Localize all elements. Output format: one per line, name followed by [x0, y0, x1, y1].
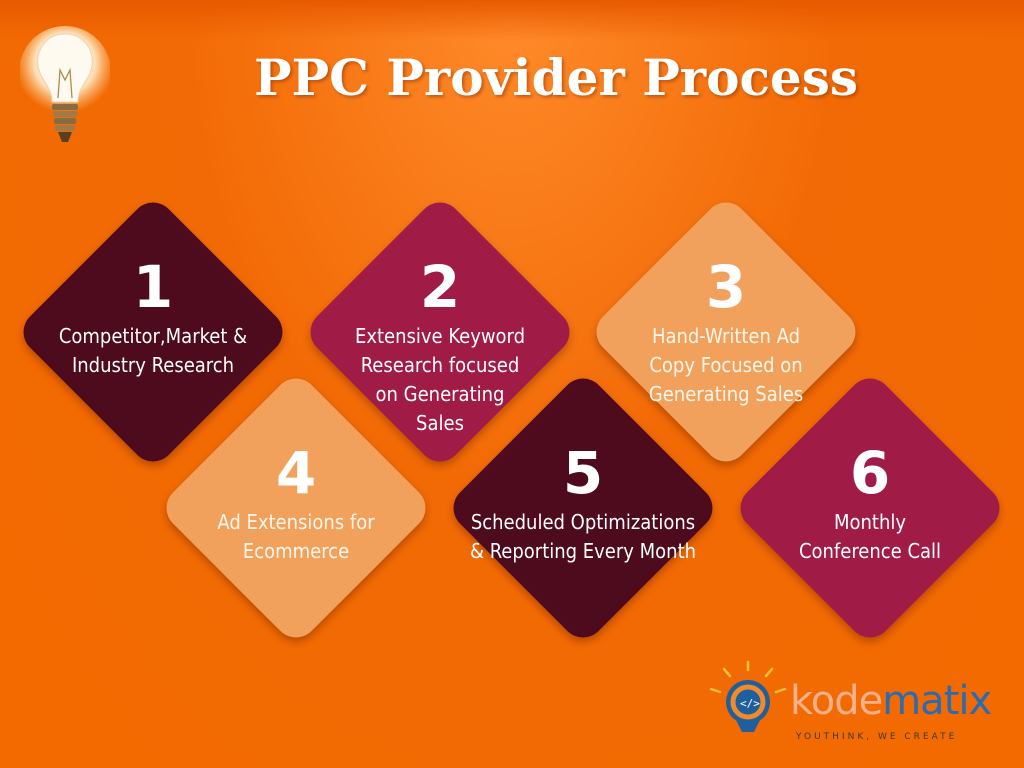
- step-2-text: Extensive Keyword Research focused on Ge…: [354, 324, 526, 435]
- step-5-number: 5: [562, 439, 604, 507]
- step-4-text: Ad Extensions for Ecommerce: [217, 510, 375, 563]
- step-2-number: 2: [419, 253, 461, 321]
- step-2-label: 2 Extensive Keyword Research focused on …: [320, 258, 560, 438]
- step-6-text: Monthly Conference Call: [798, 510, 942, 563]
- step-4-number: 4: [275, 439, 317, 507]
- step-5-label: 5 Scheduled Optimizations & Reporting Ev…: [463, 444, 703, 566]
- light-bulb-icon: [20, 26, 110, 142]
- step-6-number: 6: [849, 439, 891, 507]
- step-1-number: 1: [132, 253, 174, 321]
- logo-kode: kode: [790, 678, 883, 724]
- step-3-text: Hand-Written Ad Copy Focused on Generati…: [648, 324, 804, 406]
- step-3-label: 3 Hand-Written Ad Copy Focused on Genera…: [606, 258, 846, 409]
- page-title: PPC Provider Process: [253, 48, 859, 107]
- step-6-label: 6 Monthly Conference Call: [750, 444, 990, 566]
- logo-tagline: YOUTHINK, WE CREATE: [796, 732, 958, 742]
- svg-text:</>: </>: [740, 697, 760, 710]
- step-1-text: Competitor,Market & Industry Research: [58, 324, 248, 377]
- kodematix-logo-icon: </>: [709, 660, 787, 732]
- kodematix-logo: </> kodematix YOUTHINK, WE CREATE: [706, 660, 1016, 750]
- step-3-number: 3: [705, 253, 747, 321]
- top-glow: [0, 0, 1024, 40]
- logo-matix: matix: [882, 678, 992, 724]
- step-4-label: 4 Ad Extensions for Ecommerce: [176, 444, 416, 566]
- logo-wordmark: kodematix: [790, 678, 992, 724]
- step-5-text: Scheduled Optimizations & Reporting Ever…: [469, 510, 697, 563]
- step-1-label: 1 Competitor,Market & Industry Research: [33, 258, 273, 380]
